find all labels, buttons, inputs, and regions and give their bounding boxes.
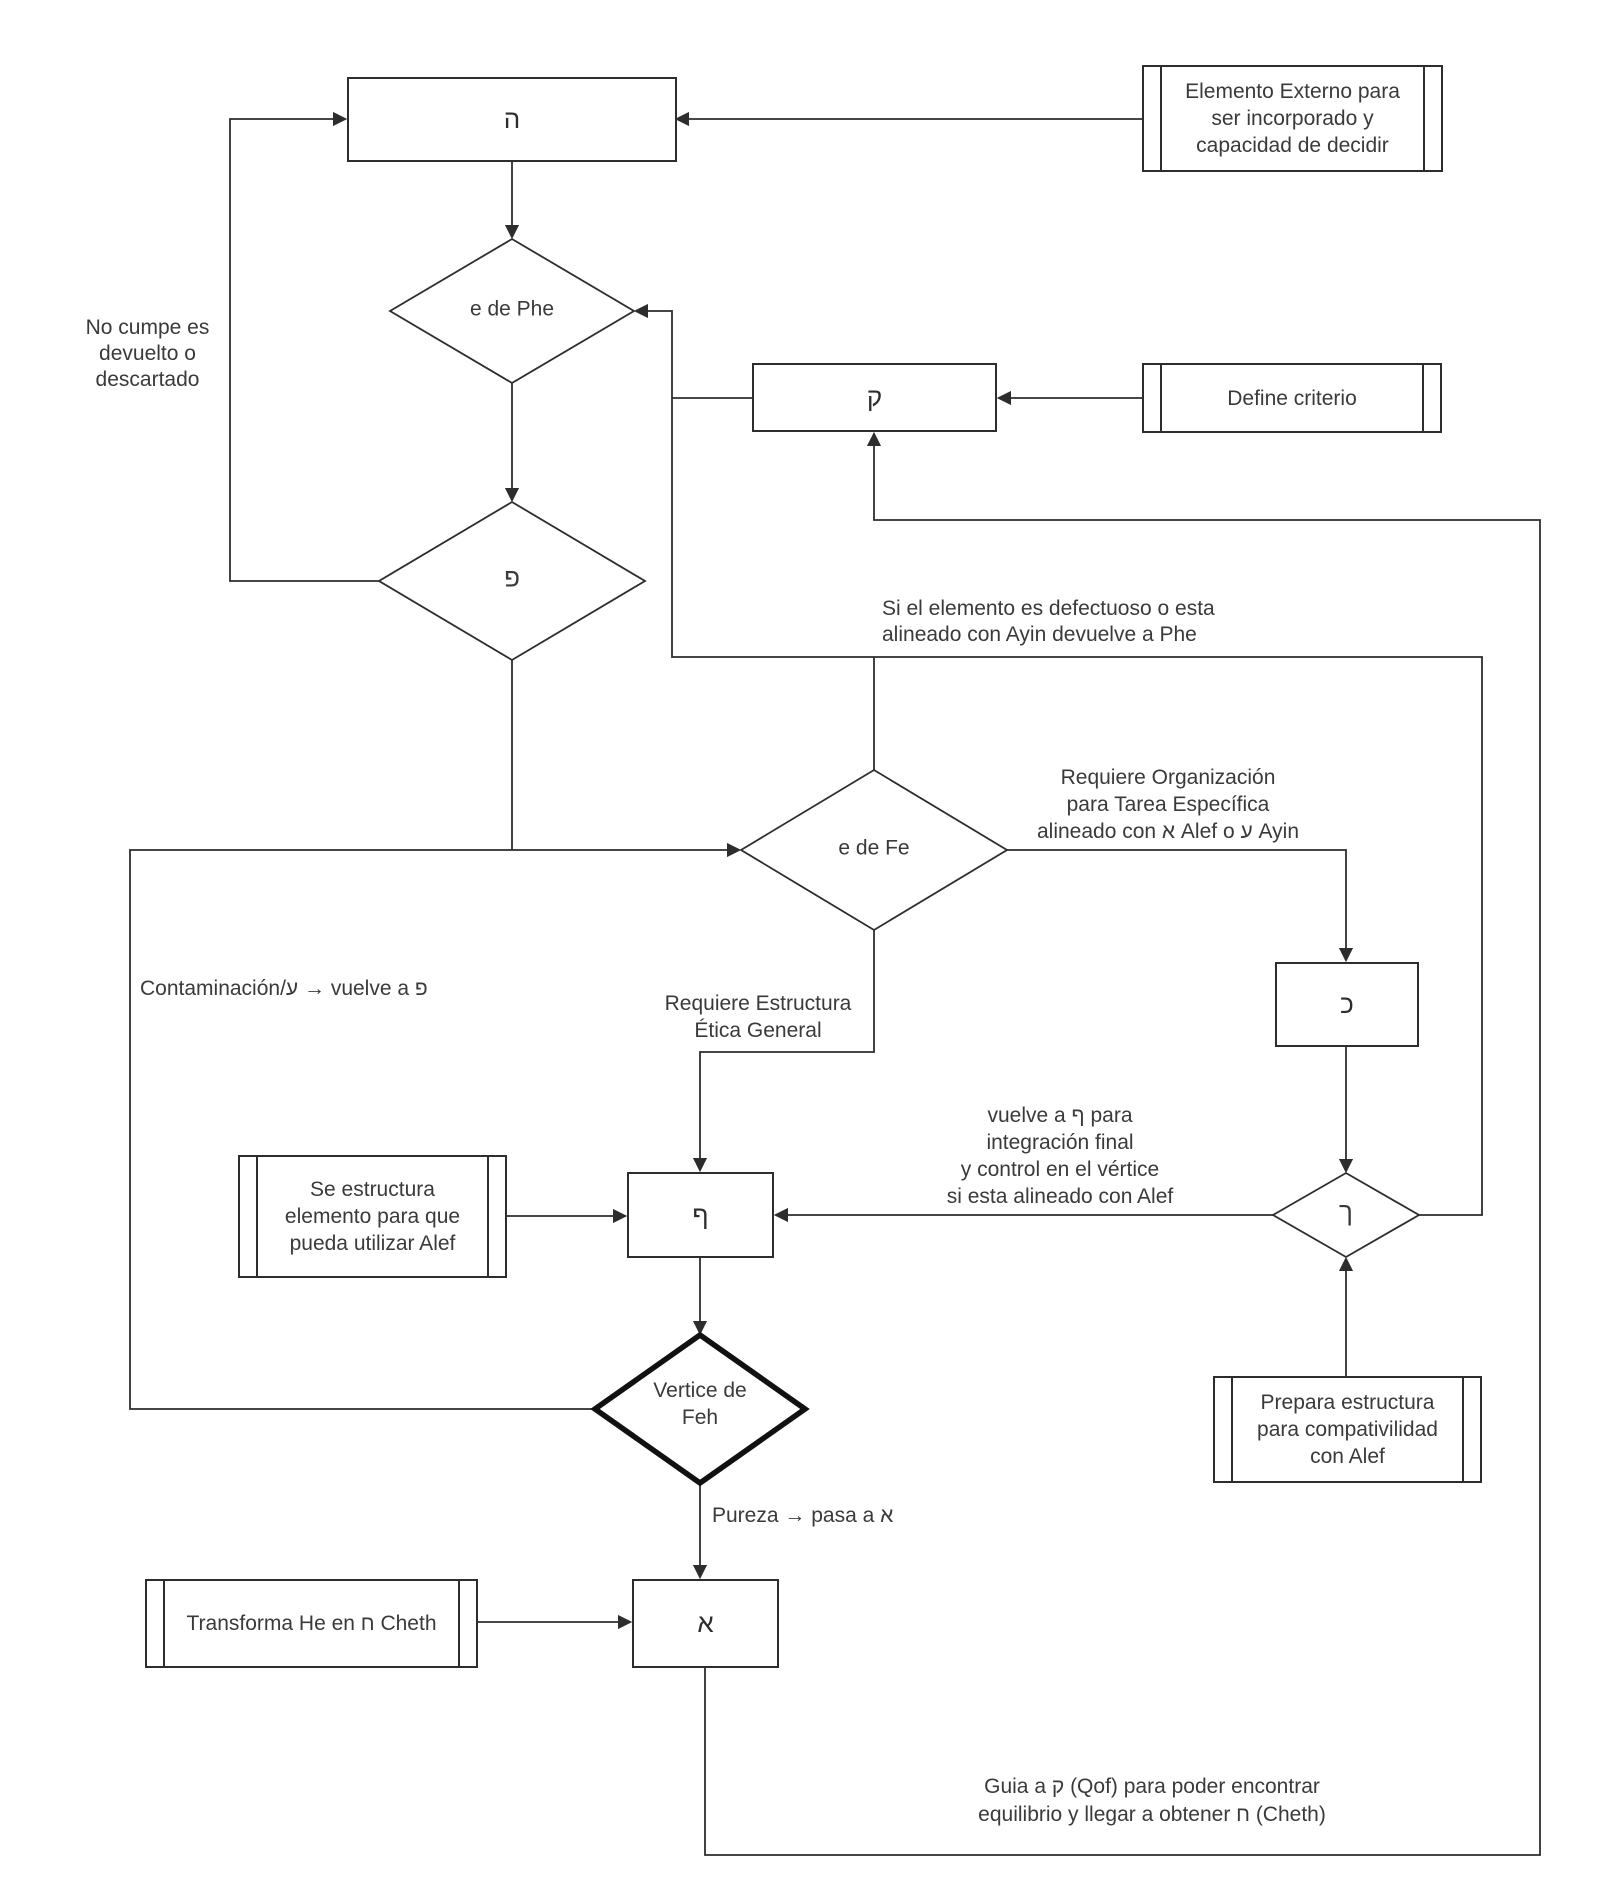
node-qof: ק	[752, 363, 997, 432]
node-se-estructura: Se estructura elemento para que pueda ut…	[238, 1155, 507, 1278]
node-alef: א	[632, 1579, 779, 1668]
decision-e-de-fe-shape	[739, 768, 1009, 932]
connector-edefe-to-pefinal	[692, 930, 875, 1173]
decision-pe-label: פ	[504, 562, 520, 593]
connector-edefe-to-kaf	[1007, 849, 1354, 963]
connector-vertice-loop-to-edefe	[129, 842, 742, 1410]
node-he: ה	[347, 77, 677, 162]
node-se-estructura-label: Se estructura elemento para que pueda ut…	[284, 1178, 461, 1255]
node-prepara: Prepara estructura para compativilidad c…	[1213, 1376, 1482, 1483]
node-he-label: ה	[503, 104, 521, 134]
node-elemento-externo: Elemento Externo para ser incorporado y …	[1142, 65, 1443, 172]
annotation-no-cumple: No cumpe es devuelto o descartado	[85, 316, 210, 391]
connector-pe-to-he-loop	[229, 111, 379, 582]
node-kaf: כ	[1275, 962, 1419, 1047]
node-define-criterio: Define criterio	[1142, 363, 1442, 433]
decision-e-de-phe-label: e de Phe	[469, 297, 555, 321]
node-define-criterio-label: Define criterio	[1227, 386, 1357, 410]
decision-pe-shape	[377, 500, 647, 662]
node-prepara-label: Prepara estructura para compativilidad c…	[1257, 1391, 1438, 1468]
decision-e-de-fe-label: e de Fe	[838, 836, 910, 860]
node-kaf-label: כ	[1340, 989, 1354, 1019]
annotation-pureza: Pureza → pasa a א	[712, 1504, 894, 1527]
annotation-requiere-org: Requiere Organización para Tarea Específ…	[1036, 766, 1300, 843]
node-alef-label: א	[697, 1608, 714, 1638]
node-pe-final: ף	[627, 1172, 774, 1258]
annotation-contaminacion: Contaminación/ע → vuelve a פ	[140, 977, 428, 1000]
connector-alef-to-qof-loop	[704, 431, 1541, 1856]
annotation-guia: Guia a ק (Qof) para poder encontrar equi…	[978, 1775, 1326, 1826]
decision-vertice-feh-label: Vertice de Feh	[653, 1379, 747, 1429]
annotation-vuelve-a: vuelve a ף para integración final y cont…	[946, 1104, 1174, 1208]
node-elemento-externo-label: Elemento Externo para ser incorporado y …	[1185, 80, 1400, 157]
decision-kaf-final-label: ך	[1339, 1196, 1353, 1227]
decision-e-de-phe-shape	[388, 237, 636, 385]
node-transforma: Transforma He en ח Cheth	[145, 1579, 478, 1668]
connector-kaffinal-to-edephe-feedback	[633, 303, 1483, 1216]
annotation-si-elemento: Si el elemento es defectuoso o esta alin…	[882, 597, 1215, 646]
node-transforma-label: Transforma He en ח Cheth	[186, 1612, 437, 1635]
decision-kaf-final-shape	[1271, 1171, 1421, 1259]
node-pe-final-label: ף	[692, 1199, 709, 1230]
node-qof-label: ק	[866, 382, 883, 412]
decision-vertice-feh-shape	[590, 1331, 810, 1487]
annotation-requiere-estructura: Requiere Estructura Ética General	[664, 992, 852, 1042]
